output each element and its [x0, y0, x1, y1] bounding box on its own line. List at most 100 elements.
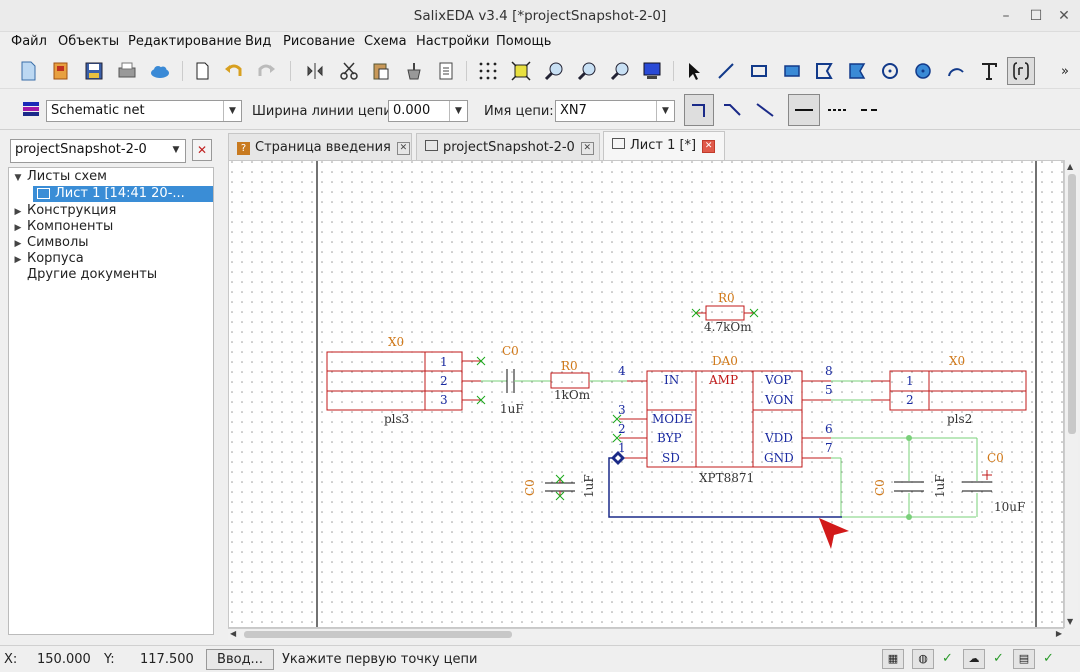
draw-polygon-icon[interactable] [810, 57, 838, 85]
text-tool-icon[interactable] [975, 57, 1003, 85]
horizontal-scroll-thumb[interactable] [244, 631, 512, 638]
connector-right[interactable]: X0 1 2 pls2 [871, 354, 1027, 426]
part-value: 10uF [994, 500, 1025, 514]
draw-filled-polygon-icon[interactable] [843, 57, 871, 85]
tree-node-packages[interactable]: ▶Корпуса [9, 251, 84, 267]
close-tab-icon[interactable]: ✕ [702, 140, 716, 153]
paste-icon[interactable] [367, 57, 395, 85]
undo-icon[interactable] [220, 57, 248, 85]
net-width-input[interactable]: 0.000▼ [388, 100, 468, 122]
close-project-icon[interactable]: ✕ [192, 139, 212, 161]
close-tab-icon[interactable]: ✕ [580, 142, 594, 155]
layer-color-icon [17, 96, 45, 124]
zoom-area-icon[interactable] [606, 57, 634, 85]
print-icon[interactable] [113, 57, 141, 85]
tree-node-sheets[interactable]: ▼Листы схем [9, 169, 107, 185]
check-icon: ✓ [1043, 651, 1054, 666]
net-width-label: Ширина линии цепи: [252, 104, 397, 119]
capacitor-unconnected[interactable]: C0 1uF [523, 474, 596, 501]
cut-icon[interactable] [335, 57, 363, 85]
menu-settings[interactable]: Настройки [416, 34, 490, 49]
pin-number: 1 [618, 441, 626, 455]
monitor-icon[interactable] [638, 57, 666, 85]
tree-node-sheet-1[interactable]: Лист 1 [14:41 20-... [33, 186, 213, 202]
tab-sheet-1[interactable]: Лист 1 [*]✕ [603, 131, 725, 162]
zoom-in-icon[interactable] [540, 57, 568, 85]
menu-help[interactable]: Помощь [496, 34, 552, 49]
film-icon[interactable]: ▦ [882, 649, 904, 669]
amplifier-chip[interactable]: DA0 AMP XPT8871 IN MODE BYP SD 4 3 2 1 V… [618, 354, 833, 485]
net-name-input[interactable]: XN7▼ [555, 100, 675, 122]
document-icon[interactable] [432, 57, 460, 85]
zoom-fit-icon[interactable] [507, 57, 535, 85]
capacitor-decouple-1[interactable]: C0 1uF [873, 474, 947, 498]
menu-schematic[interactable]: Схема [364, 34, 407, 49]
chevron-down-icon: ▼ [223, 101, 241, 121]
connector-left[interactable]: X0 1 2 3 pls3 [326, 335, 481, 426]
tree-node-components[interactable]: ▶Компоненты [9, 219, 114, 235]
horizontal-scrollbar[interactable]: ◀ ▶ [228, 628, 1064, 640]
schematic-canvas[interactable]: X0 1 2 3 pls3 C0 1uF R0 1kOm [228, 160, 1064, 628]
menu-view[interactable]: Вид [245, 34, 272, 49]
draw-filled-rect-icon[interactable] [778, 57, 806, 85]
globe-icon[interactable]: ◍ [912, 649, 934, 669]
layer-select[interactable]: Schematic net▼ [46, 100, 242, 122]
sheet-icon [612, 138, 625, 149]
route-free-icon[interactable] [751, 96, 779, 124]
main-toolbar: » [0, 53, 1080, 89]
open-file-icon[interactable] [47, 57, 75, 85]
maximize-button[interactable]: ☐ [1029, 8, 1043, 24]
draw-filled-circle-icon[interactable] [909, 57, 937, 85]
tree-node-construction[interactable]: ▶Конструкция [9, 203, 117, 219]
collapsed-icon: ▶ [14, 255, 22, 265]
net-in-progress [608, 451, 842, 518]
save-icon[interactable] [80, 57, 108, 85]
net-name-label: Имя цепи: [484, 104, 554, 119]
cloud-icon[interactable] [146, 57, 174, 85]
vertical-scrollbar[interactable]: ▲ ▼ [1064, 160, 1078, 628]
draw-rect-icon[interactable] [745, 57, 773, 85]
menu-objects[interactable]: Объекты [58, 34, 120, 49]
part-value: 1kOm [554, 388, 591, 402]
menu-file[interactable]: Файл [11, 34, 47, 49]
tree-node-symbols[interactable]: ▶Символы [9, 235, 89, 251]
tree-node-other-docs[interactable]: Другие документы [27, 267, 158, 282]
line-solid-icon[interactable] [788, 94, 820, 126]
capacitor-series[interactable]: C0 1uF [481, 344, 551, 416]
pin-number: 3 [618, 403, 626, 417]
line-dotted-icon[interactable] [823, 96, 851, 124]
resistor-top[interactable]: R0 4.7kOm [691, 291, 759, 334]
new-sheet-icon[interactable] [188, 57, 216, 85]
grid-icon[interactable] [474, 57, 502, 85]
clean-icon[interactable] [400, 57, 428, 85]
mirror-icon[interactable] [301, 57, 329, 85]
cloud-icon[interactable]: ☁ [963, 649, 985, 669]
new-file-icon[interactable] [14, 57, 42, 85]
part-name: pls2 [947, 412, 972, 426]
draw-arc-icon[interactable] [942, 57, 970, 85]
line-dashed-icon[interactable] [856, 96, 884, 124]
route-orthogonal-icon[interactable] [684, 94, 714, 126]
database-icon[interactable]: ▤ [1013, 649, 1035, 669]
select-pointer-icon[interactable] [680, 57, 708, 85]
close-tab-icon[interactable]: ✕ [396, 142, 410, 155]
minimize-button[interactable]: – [1002, 8, 1010, 24]
menu-draw[interactable]: Рисование [283, 34, 355, 49]
redo-icon[interactable] [252, 57, 280, 85]
zoom-out-icon[interactable] [573, 57, 601, 85]
route-diagonal-icon[interactable] [718, 96, 746, 124]
tab-intro[interactable]: ?Страница введения✕ [228, 133, 412, 161]
close-button[interactable]: ✕ [1058, 8, 1070, 24]
draw-circle-icon[interactable] [876, 57, 904, 85]
input-button[interactable]: Ввод... [206, 649, 274, 670]
menu-edit[interactable]: Редактирование [128, 34, 242, 49]
toolbar-overflow-icon[interactable]: » [1061, 63, 1069, 79]
vertical-scroll-thumb[interactable] [1068, 174, 1076, 434]
field-tool-icon[interactable] [1007, 57, 1035, 85]
collapsed-icon: ▶ [14, 239, 22, 249]
tab-project[interactable]: projectSnapshot-2-0✕ [416, 133, 600, 161]
draw-line-icon[interactable] [712, 57, 740, 85]
project-select[interactable]: projectSnapshot-2-0▼ [10, 139, 186, 163]
chevron-down-icon: ▼ [449, 101, 467, 121]
capacitor-decouple-2[interactable]: C0 10uF [962, 451, 1025, 514]
